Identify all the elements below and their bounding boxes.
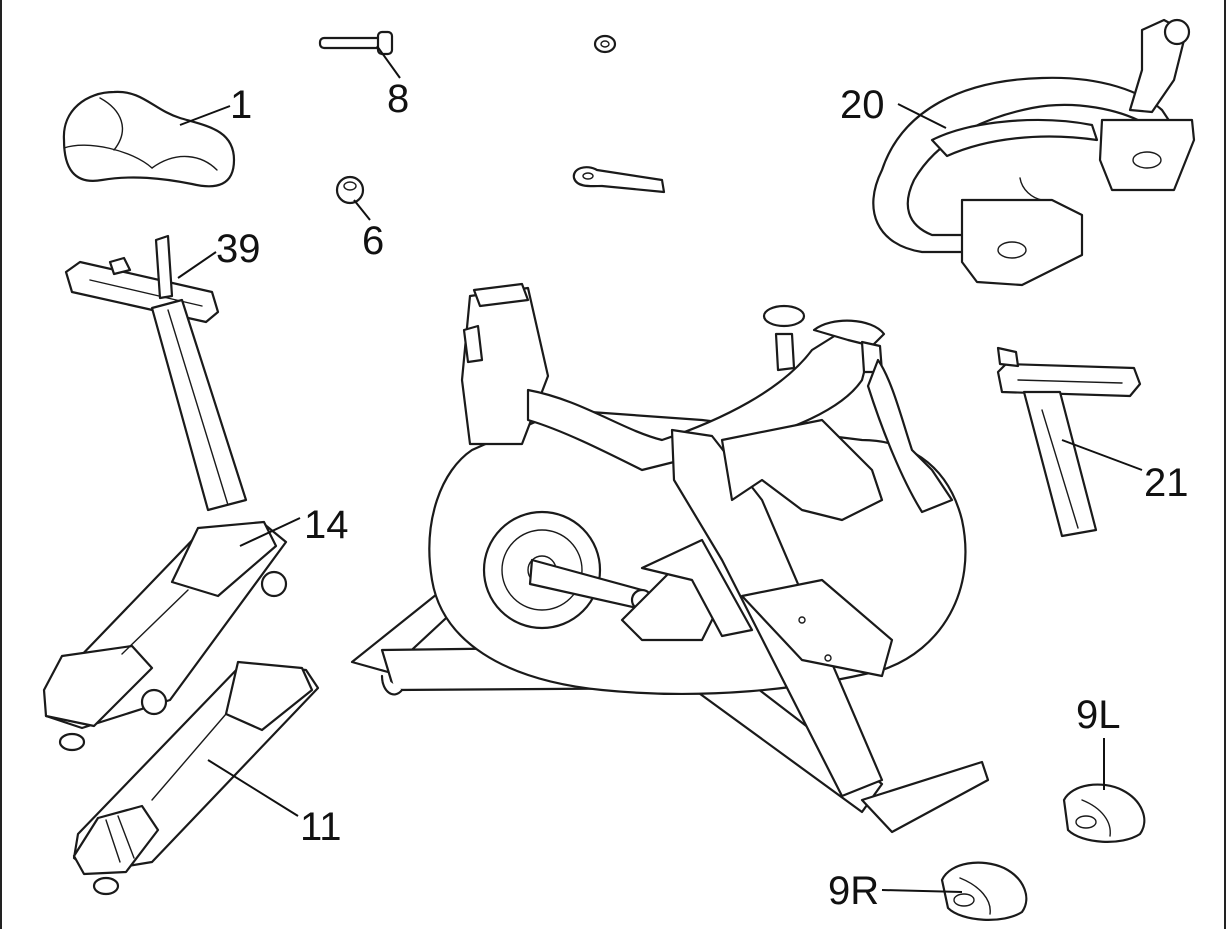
leader-line-21 — [1061, 439, 1143, 471]
main-frame-part — [350, 282, 990, 834]
right-pedal-part — [940, 861, 1028, 921]
front-stabilizer-part — [42, 520, 288, 752]
seat-post-part — [64, 234, 248, 512]
leader-line-6 — [353, 199, 371, 221]
bolt-part — [318, 30, 394, 56]
leader-line-20 — [897, 103, 947, 129]
part-label-39: 39 — [216, 227, 261, 271]
leader-line-14 — [239, 517, 301, 547]
seat-part — [62, 90, 236, 188]
part-label-11: 11 — [300, 805, 342, 849]
part-label-9L: 9L — [1076, 693, 1121, 737]
leader-line-11 — [207, 759, 299, 817]
leader-line-9R — [881, 889, 963, 893]
part-label-6: 6 — [362, 219, 384, 263]
part-label-14: 14 — [304, 503, 349, 547]
part-label-21: 21 — [1144, 461, 1189, 505]
part-label-1: 1 — [230, 83, 252, 127]
knob-part — [335, 175, 365, 205]
rear-stabilizer-part — [72, 660, 320, 896]
handlebar-part — [872, 18, 1196, 287]
part-label-20: 20 — [840, 83, 885, 127]
part-label-8: 8 — [387, 77, 409, 121]
part-label-9R: 9R — [828, 869, 879, 913]
handlebar-post-part — [996, 346, 1142, 538]
bracket-part — [572, 166, 666, 194]
leader-line-39 — [177, 251, 217, 279]
left-pedal-part — [1062, 783, 1146, 843]
washer-part — [593, 34, 617, 54]
leader-line-1 — [179, 105, 231, 126]
leader-line-8 — [376, 45, 401, 79]
